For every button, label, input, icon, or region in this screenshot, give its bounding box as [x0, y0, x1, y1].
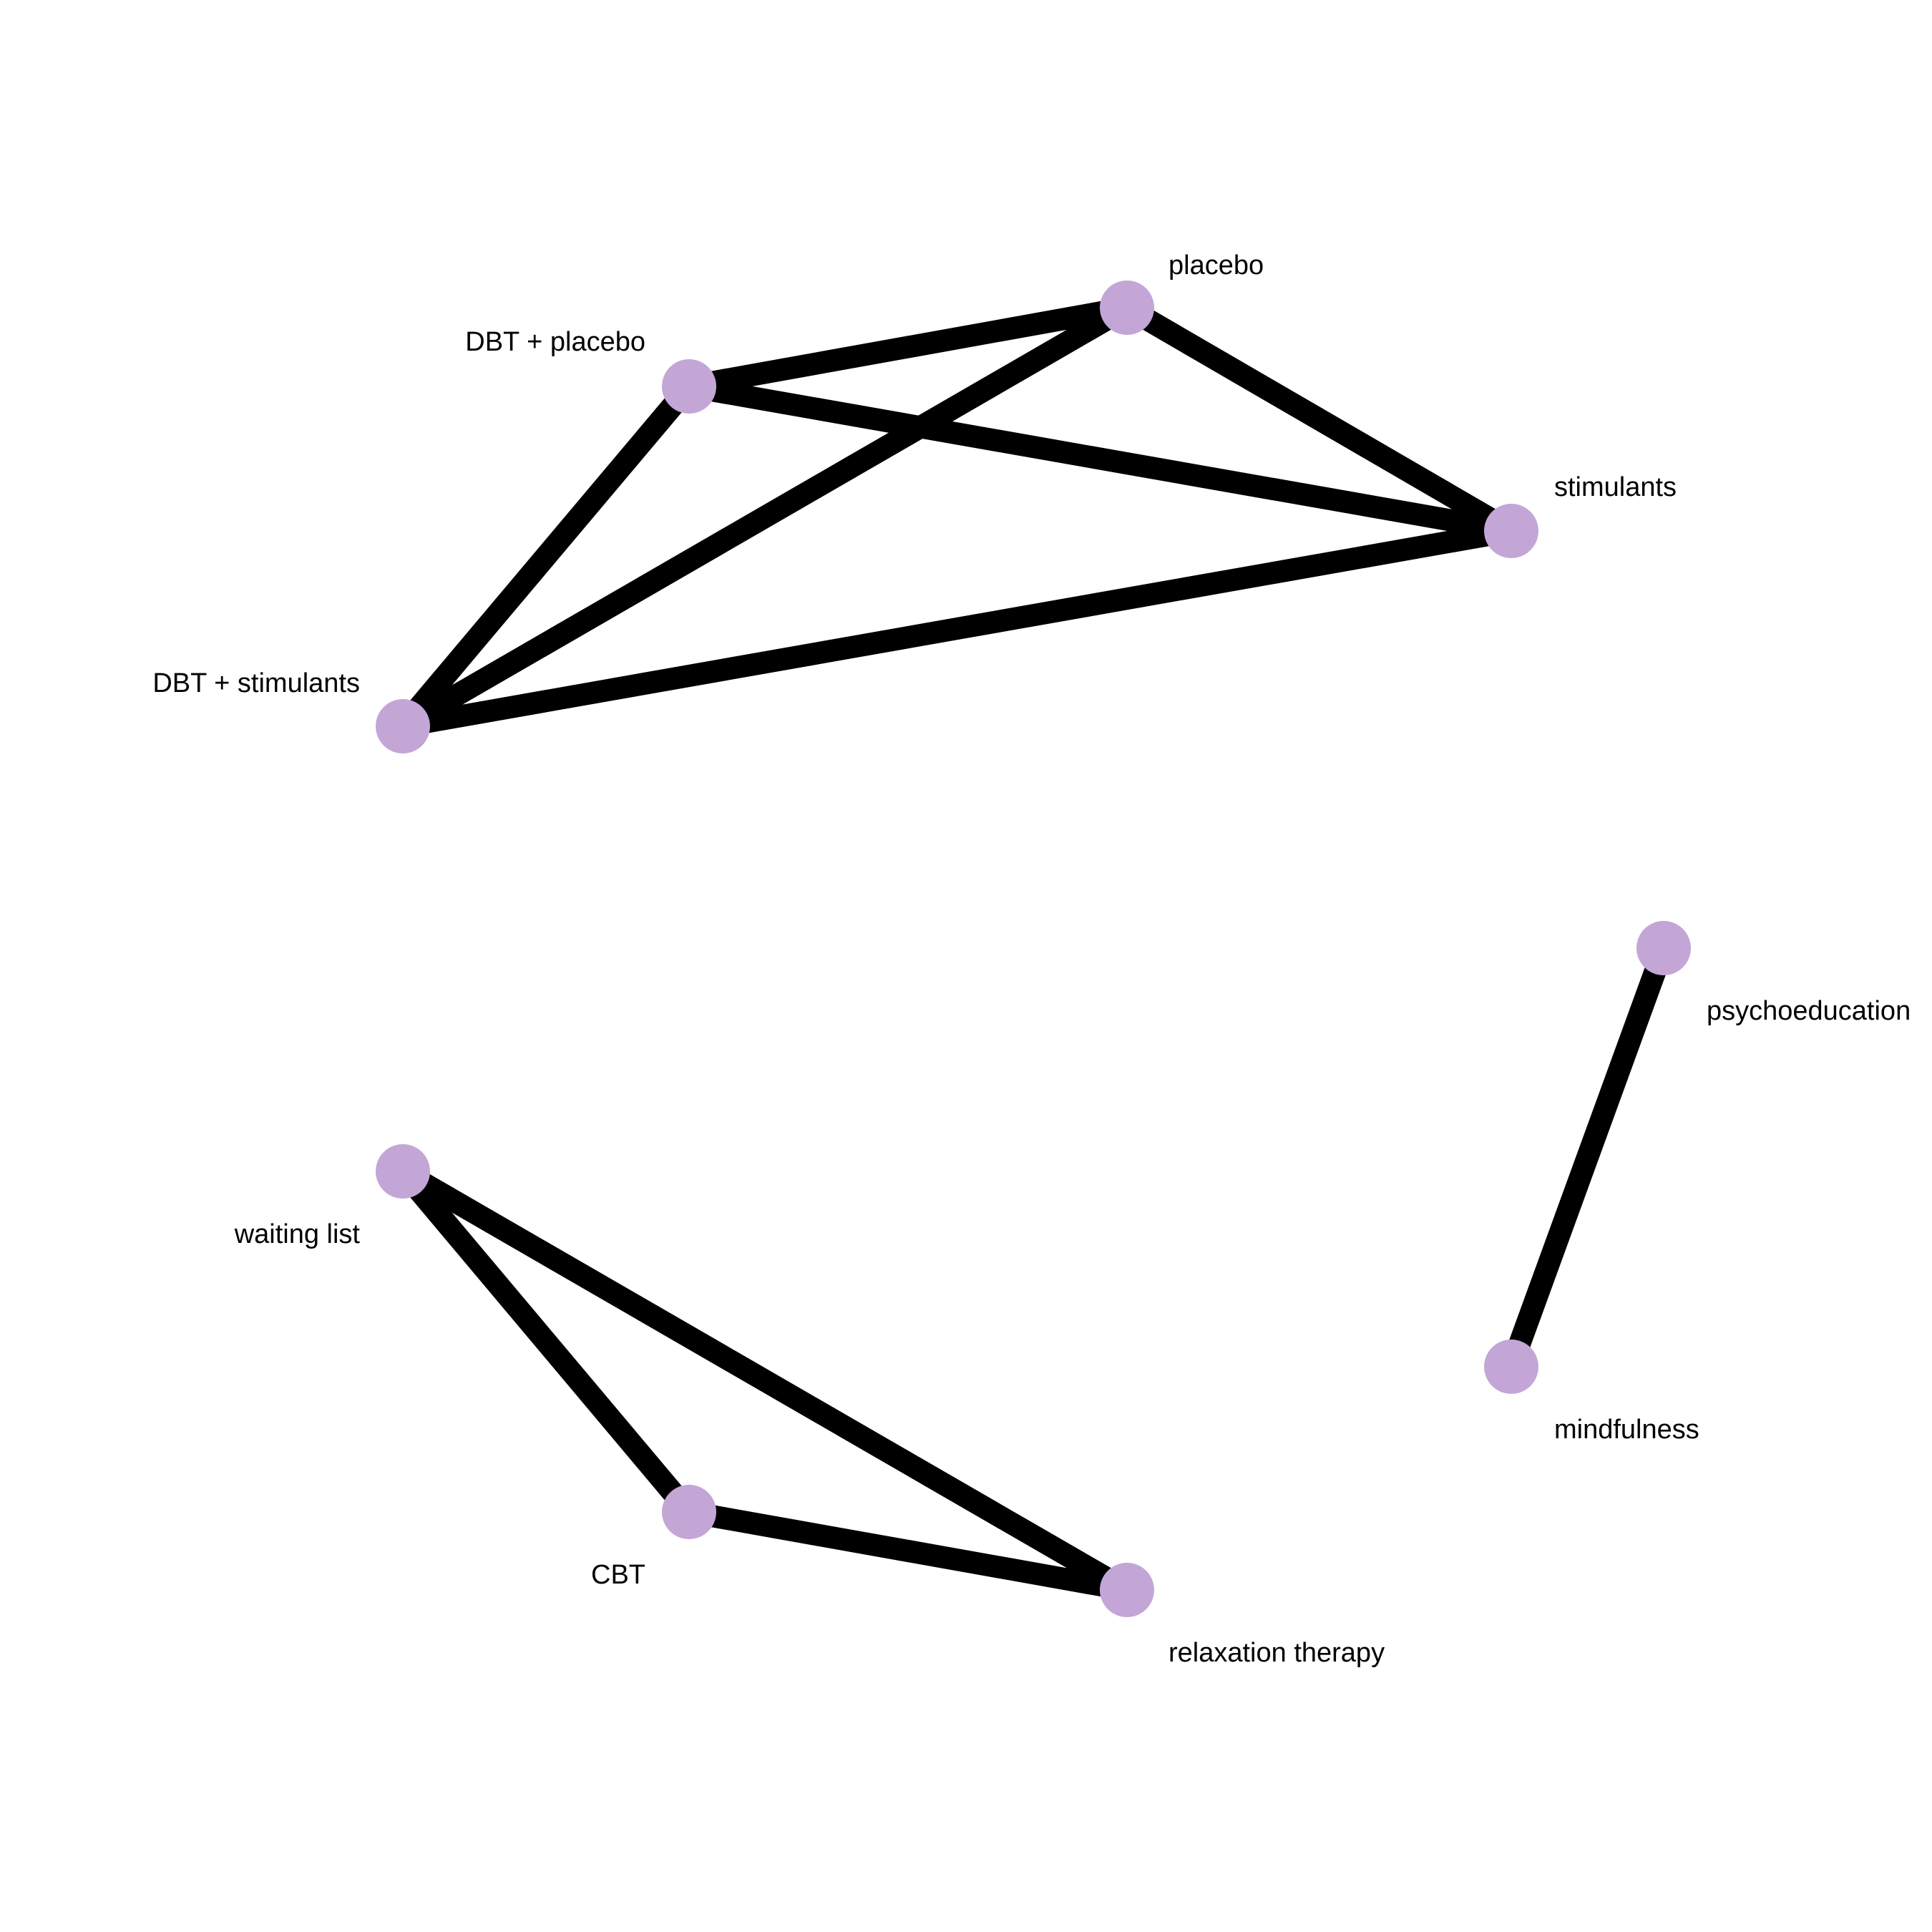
- edge-waiting_list-relaxation: [397, 1161, 1133, 1600]
- edge-dbt_placebo-placebo: [687, 296, 1129, 398]
- node-mindfulness: [1484, 1340, 1538, 1394]
- node-label-psychoeducation: psychoeducation: [1707, 996, 1911, 1026]
- node-psychoeducation: [1636, 921, 1691, 975]
- node-label-cbt: CBT: [591, 1560, 645, 1590]
- node-label-dbt_placebo: DBT + placebo: [465, 327, 645, 357]
- node-label-stimulants: stimulants: [1554, 472, 1677, 502]
- edge-placebo-dbt_stimulants: [397, 298, 1133, 736]
- edge-waiting_list-cbt: [394, 1164, 698, 1519]
- edge-dbt_placebo-dbt_stimulants: [394, 379, 698, 733]
- node-waiting_list: [376, 1144, 430, 1199]
- node-cbt: [662, 1485, 716, 1539]
- node-label-relaxation: relaxation therapy: [1169, 1638, 1385, 1668]
- edge-psychoeducation-mindfulness: [1501, 944, 1674, 1371]
- edge-dbt_stimulants-stimulants: [401, 519, 1513, 738]
- edge-placebo-stimulants: [1121, 298, 1517, 541]
- node-label-waiting_list: waiting list: [234, 1219, 361, 1249]
- node-dbt_placebo: [662, 359, 716, 414]
- node-label-placebo: placebo: [1169, 250, 1264, 280]
- node-relaxation: [1100, 1563, 1154, 1617]
- node-dbt_stimulants: [376, 699, 430, 753]
- edge-cbt-relaxation: [687, 1501, 1129, 1601]
- node-stimulants: [1484, 504, 1538, 558]
- nodes-layer: [376, 280, 1691, 1617]
- node-placebo: [1100, 280, 1154, 335]
- node-label-dbt_stimulants: DBT + stimulants: [152, 668, 360, 698]
- edges-layer: [394, 296, 1674, 1601]
- node-label-mindfulness: mindfulness: [1554, 1415, 1699, 1445]
- edge-dbt_placebo-stimulants: [687, 375, 1513, 542]
